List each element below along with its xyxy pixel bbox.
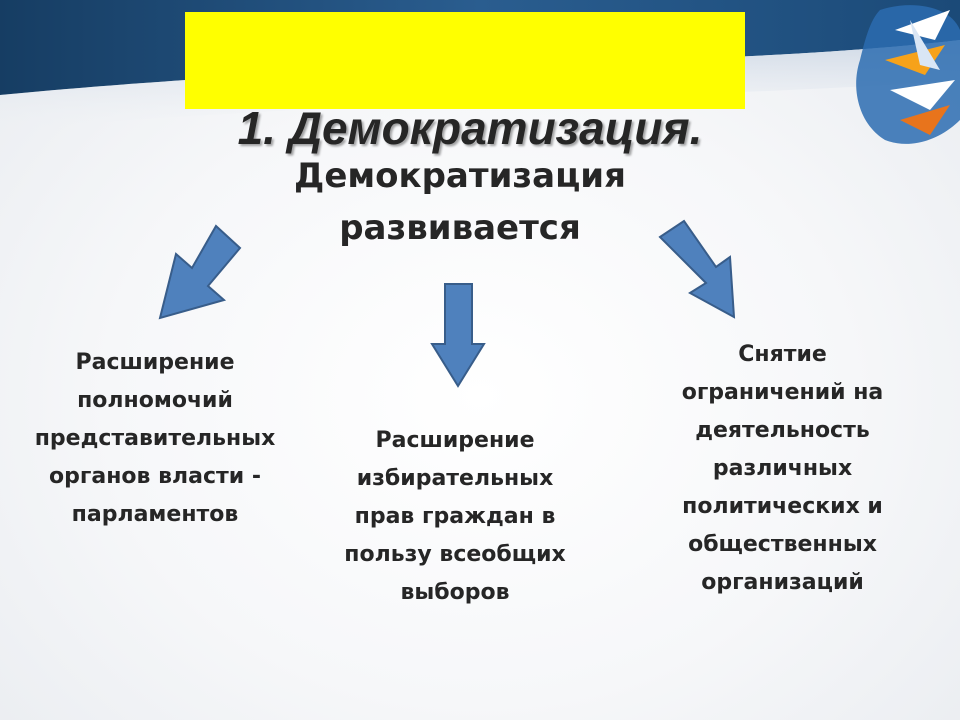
down-arrow-icon	[430, 283, 486, 388]
diagram-root-label: Демократизация развивается	[220, 150, 700, 254]
branch-text-line: полномочий	[77, 388, 233, 413]
subtitle-line: Демократизация	[294, 156, 626, 196]
branch-parliament-powers: Расширение полномочий представительных о…	[20, 344, 290, 534]
branch-text-line: органов власти -	[49, 464, 261, 489]
page-title: 1. Демократизация.	[237, 102, 703, 154]
highlight-banner	[185, 12, 745, 109]
branch-text-line: различных	[712, 456, 853, 481]
branch-text-line: парламентов	[71, 502, 239, 527]
branch-text-line: организаций	[701, 570, 864, 595]
branch-text-line: ограничений на	[681, 380, 884, 405]
branch-text-line: представительных	[34, 426, 276, 451]
branch-text-line: Расширение	[75, 350, 235, 375]
branch-text-line: политических и	[682, 494, 883, 519]
branch-text-line: Снятие	[738, 342, 827, 367]
branch-text-line: общественных	[688, 532, 877, 557]
down-left-arrow-icon	[158, 224, 242, 320]
branch-text-line: прав граждан в	[354, 504, 556, 529]
branch-text-line: деятельность	[695, 418, 870, 443]
arrows-swirl-logo-icon	[856, 5, 960, 144]
branch-lifting-restrictions: Снятие ограничений на деятельность разли…	[650, 336, 915, 602]
down-right-arrow-icon	[658, 219, 736, 319]
branch-text-line: пользу всеобщих	[344, 542, 566, 567]
branch-voting-rights: Расширение избирательных прав граждан в …	[320, 422, 590, 612]
subtitle-line: развивается	[339, 208, 581, 248]
branch-text-line: Расширение	[375, 428, 535, 453]
branch-text-line: избирательных	[356, 466, 554, 491]
branch-text-line: выборов	[400, 580, 510, 605]
